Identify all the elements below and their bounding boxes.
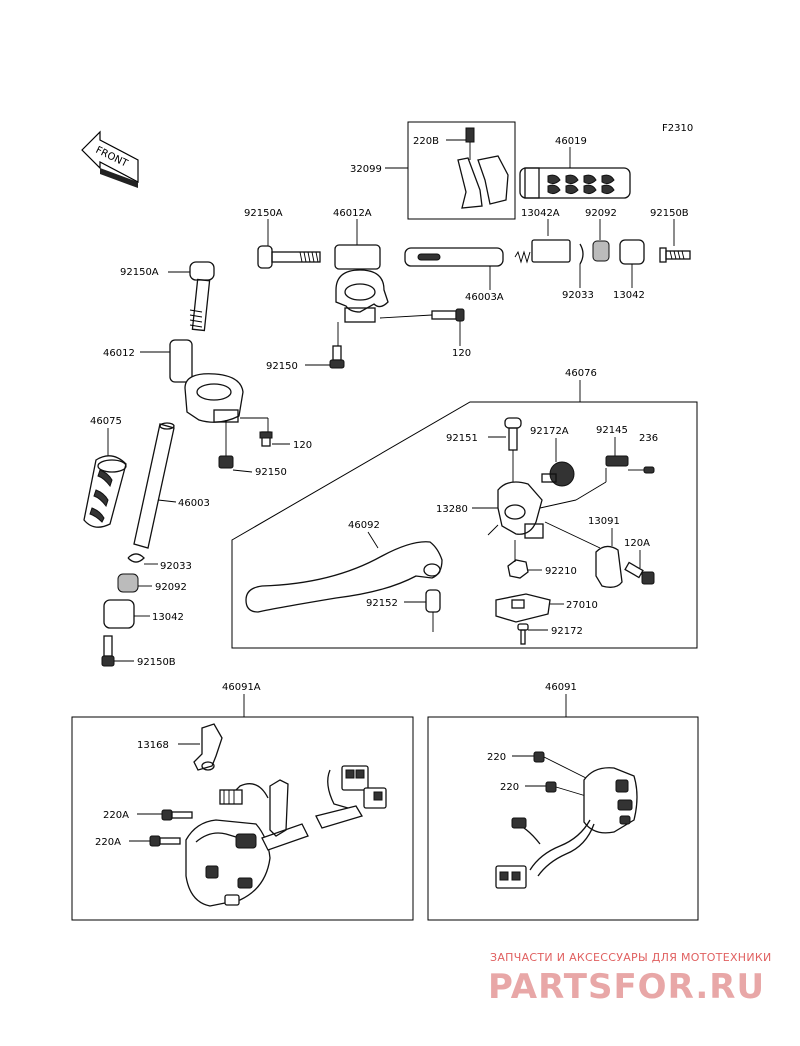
- label-27010: 27010: [566, 600, 598, 611]
- switch-housing-box-left: [71, 716, 414, 921]
- bolt-92150b-top: [659, 247, 691, 263]
- label-32099: 32099: [350, 164, 382, 175]
- label-220b: 220B: [413, 136, 439, 147]
- grip-46075: [83, 455, 127, 528]
- label-92092-top: 92092: [585, 208, 617, 219]
- label-13042a: 13042A: [521, 208, 560, 219]
- pipe-46003a: [404, 247, 504, 267]
- label-13168: 13168: [137, 740, 169, 751]
- label-92150-left: 92150: [255, 467, 287, 478]
- screw-92172: [517, 623, 529, 645]
- label-92150b-top: 92150B: [650, 208, 689, 219]
- lever-13168: [193, 723, 223, 771]
- grip-46019: [519, 167, 631, 199]
- label-46019: 46019: [555, 136, 587, 147]
- label-220a-2: 220A: [95, 837, 121, 848]
- label-92210: 92210: [545, 566, 577, 577]
- adjuster-92172a: [541, 461, 575, 487]
- label-220-2: 220: [500, 782, 519, 793]
- label-46075: 46075: [90, 416, 122, 427]
- label-92150b-left: 92150B: [137, 657, 176, 668]
- screw-236: [643, 466, 655, 474]
- screw-220a-2: [149, 835, 181, 847]
- screw-220-1: [533, 751, 587, 779]
- bolt-92150-mid: [329, 345, 345, 369]
- clamp-46012a: [334, 244, 389, 323]
- label-92172a: 92172A: [530, 426, 569, 437]
- screw-220a-1: [161, 809, 193, 821]
- damper-92092-top: [592, 240, 610, 262]
- label-220a-1: 220A: [103, 810, 129, 821]
- lever-assembly-box: [231, 401, 698, 649]
- clamp-13091: [595, 545, 623, 588]
- label-236: 236: [639, 433, 658, 444]
- bolt-92150a-left: [189, 261, 215, 332]
- switch-housing-box-right: [427, 716, 699, 921]
- nut-92210: [507, 559, 529, 579]
- label-120a: 120A: [624, 538, 650, 549]
- switch-housing-46091a: [185, 765, 387, 907]
- lever-holder-13280: [497, 481, 544, 539]
- label-46092: 46092: [348, 520, 380, 531]
- circlip-92033-top: [579, 243, 584, 265]
- bolt-92150a-top: [257, 245, 321, 269]
- figure-code: F2310: [662, 123, 693, 134]
- label-13091: 13091: [588, 516, 620, 527]
- bolt-92150-left: [218, 455, 234, 469]
- label-46012: 46012: [103, 348, 135, 359]
- weight-13042a: [531, 239, 571, 263]
- collar-92152: [425, 589, 441, 613]
- switch-27010: [495, 593, 551, 623]
- bolt-120-left: [259, 431, 273, 447]
- damper-92092-left: [117, 573, 139, 593]
- label-46003a: 46003A: [465, 292, 504, 303]
- weight-13042-left: [103, 599, 135, 629]
- label-92150a-left: 92150A: [120, 267, 159, 278]
- label-92151: 92151: [446, 433, 478, 444]
- watermark-brand: PARTSFOR.RU: [488, 967, 765, 1007]
- label-92092-left: 92092: [155, 582, 187, 593]
- weight-13042-top: [619, 239, 645, 265]
- bolt-92150b-left: [101, 635, 115, 667]
- screw-220-2: [545, 781, 587, 797]
- watermark-subtitle: ЗАПЧАСТИ И АКСЕССУАРЫ ДЛЯ МОТОТЕХНИКИ: [490, 951, 772, 964]
- throttle-cable-guide: [457, 127, 509, 209]
- label-220-1: 220: [487, 752, 506, 763]
- label-46012a: 46012A: [333, 208, 372, 219]
- bolt-120a: [624, 561, 655, 585]
- circlip-92033-left: [127, 553, 145, 563]
- throttle-cable-box: [407, 121, 516, 220]
- label-120-mid: 120: [452, 348, 471, 359]
- label-13280: 13280: [436, 504, 468, 515]
- bolt-92151: [504, 417, 522, 451]
- label-13042-left: 13042: [152, 612, 184, 623]
- label-92033-left: 92033: [160, 561, 192, 572]
- clamp-46012: [169, 339, 244, 423]
- lever-46092: [245, 541, 443, 613]
- label-92145: 92145: [596, 425, 628, 436]
- label-46091: 46091: [545, 682, 577, 693]
- label-46003: 46003: [178, 498, 210, 509]
- switch-housing-46091: [495, 767, 638, 889]
- label-46076: 46076: [565, 368, 597, 379]
- label-92150-mid: 92150: [266, 361, 298, 372]
- spring-92145: [605, 455, 629, 467]
- pipe-46003: [133, 422, 175, 549]
- label-92152: 92152: [366, 598, 398, 609]
- label-13042-top: 13042: [613, 290, 645, 301]
- label-120-left: 120: [293, 440, 312, 451]
- label-92172: 92172: [551, 626, 583, 637]
- bolt-120-mid: [431, 308, 465, 322]
- label-92150a-top: 92150A: [244, 208, 283, 219]
- front-arrow-icon: FRONT: [81, 130, 139, 188]
- label-46091a: 46091A: [222, 682, 261, 693]
- label-92033-top: 92033: [562, 290, 594, 301]
